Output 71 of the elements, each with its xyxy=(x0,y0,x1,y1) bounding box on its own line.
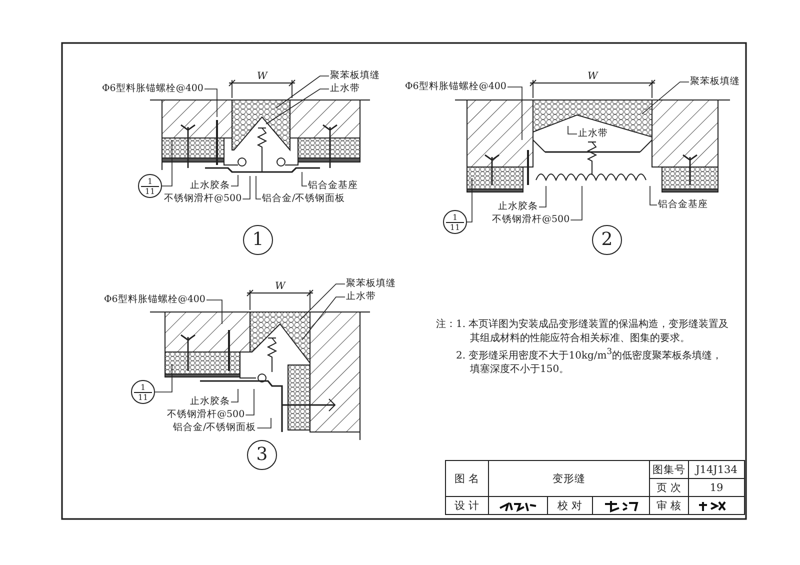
note-text: 注： xyxy=(436,318,456,332)
callout-label: 止水胶条 xyxy=(498,201,538,213)
callout-label: Φ6型料胀锚螺栓@400 xyxy=(102,83,204,95)
dimension-label: W xyxy=(275,281,286,292)
index-number: 1 xyxy=(451,213,459,222)
table-cell: 校 对 xyxy=(548,496,592,514)
callout-label: 聚苯板填缝 xyxy=(330,70,380,82)
index-number: 11 xyxy=(448,223,462,232)
dimension-label: W xyxy=(257,71,268,82)
table-cell: 图 名 xyxy=(446,460,488,496)
leader-line xyxy=(230,174,238,186)
leader-line xyxy=(206,300,222,324)
callout-label: 不锈钢滑杆@500 xyxy=(492,214,570,226)
table-cell: 设 计 xyxy=(446,496,488,514)
callout-label: 不锈钢滑杆@500 xyxy=(164,193,242,205)
leader-line xyxy=(162,140,172,186)
table-cell: 图集号 xyxy=(650,460,688,478)
figure-number: 1 xyxy=(252,230,264,250)
figure-number: 2 xyxy=(601,230,613,250)
table-cell: 19 xyxy=(688,478,744,496)
index-circle xyxy=(138,174,162,198)
callout-label: 止水胶条 xyxy=(190,396,230,408)
callout-label: 铝合金基座 xyxy=(308,180,358,192)
leader-line xyxy=(302,172,308,186)
callout-label: 止水胶条 xyxy=(190,180,230,192)
index-number: 11 xyxy=(136,393,150,402)
leader-line xyxy=(466,178,472,222)
note-text: 1. 本页详图为安装成品变形缝装置的保温构造，变形缝装置及其组成材料的性能应符合相关标准、图集的要求。 xyxy=(456,318,730,345)
index-number: 1 xyxy=(139,383,147,392)
index-number: 11 xyxy=(144,187,156,196)
callout-label: 铝合金/不锈钢面板 xyxy=(173,422,256,434)
table-cell: J14J134 xyxy=(688,460,744,478)
figure-number: 3 xyxy=(256,445,268,465)
leader-line xyxy=(256,418,272,428)
callout-label: 止水带 xyxy=(346,291,376,303)
leader-line xyxy=(230,388,238,402)
leader-line xyxy=(242,176,250,200)
callout-label: Φ6型料胀锚螺栓@400 xyxy=(405,81,506,93)
leader-line xyxy=(568,126,578,134)
figure-number-circle xyxy=(592,225,622,255)
leader-line xyxy=(300,284,346,320)
index-number: 1 xyxy=(146,177,154,186)
callout-label: 聚苯板填缝 xyxy=(690,76,740,88)
leader-line xyxy=(570,186,582,220)
callout-label: Φ6型料胀锚螺栓@400 xyxy=(104,294,206,306)
leader-line xyxy=(507,86,522,140)
callout-label: 铝合金/不锈钢面板 xyxy=(262,193,346,205)
leader-line xyxy=(538,186,546,208)
callout-label: 聚苯板填缝 xyxy=(346,278,396,290)
leader-line xyxy=(276,76,330,108)
dimension-label: W xyxy=(588,71,598,82)
leader-line xyxy=(245,388,254,416)
callout-label: 止水带 xyxy=(578,128,608,140)
callout-label: 止水带 xyxy=(330,83,360,95)
figure-number-circle xyxy=(243,225,273,255)
table-cell: 页 次 xyxy=(650,478,688,496)
leader-line xyxy=(266,88,330,124)
leader-line xyxy=(642,82,690,114)
callout-label: 铝合金基座 xyxy=(658,199,708,211)
figure-number-circle xyxy=(247,440,277,470)
leader-line xyxy=(650,186,658,206)
callout-label: 不锈钢滑杆@500 xyxy=(167,409,245,421)
leader-line xyxy=(302,296,346,340)
table-cell: 变形缝 xyxy=(488,460,650,496)
index-circle xyxy=(443,210,467,234)
note-text: 2. 变形缝采用密度不大于10kg/m$^{3}$的低密度聚苯板条填缝，填塞深度不小于150。 xyxy=(456,345,724,376)
table-cell: 审 核 xyxy=(650,496,688,514)
leader-line xyxy=(154,364,172,392)
index-circle xyxy=(131,380,155,404)
leader-line xyxy=(256,176,262,200)
leader-line xyxy=(204,88,218,118)
